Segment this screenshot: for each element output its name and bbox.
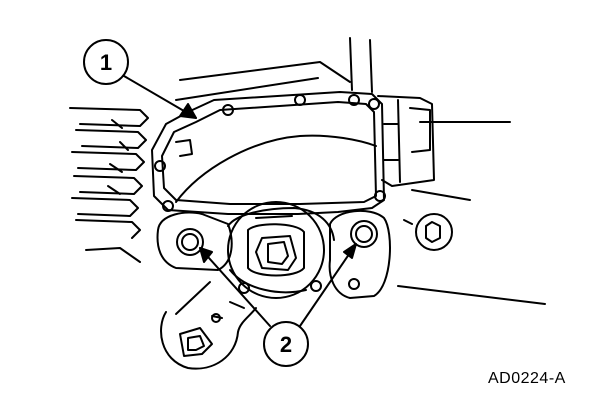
gear-boss [415,213,453,251]
housing-background [175,37,546,305]
callout-1: 1 [83,39,197,119]
bolts [176,220,378,256]
manual-lever [160,281,257,370]
callout-2: 2 [199,243,357,367]
finned-housing [69,107,149,263]
switch-arc [175,134,377,203]
callout-2-number: 2 [280,332,292,357]
callout-1-number: 1 [100,50,112,75]
shaft-hub [227,201,325,299]
gasket [151,91,386,215]
figure-id-label: AD0224-A [488,370,566,387]
electrical-connector [377,95,435,187]
